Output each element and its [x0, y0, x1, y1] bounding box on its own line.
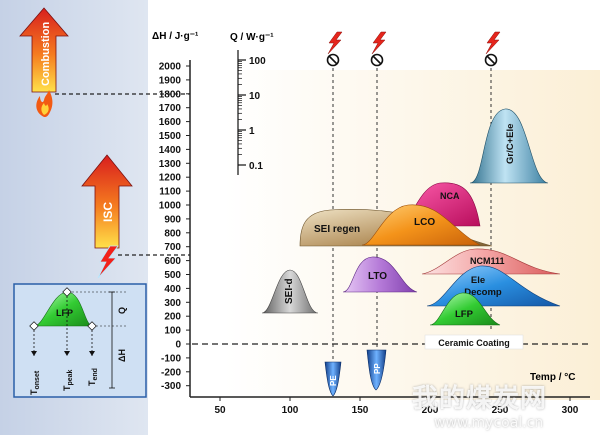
- label-pe: PE: [329, 375, 338, 386]
- x-tick-label: 250: [492, 405, 509, 416]
- label-sei-d: SEI-d: [284, 278, 295, 304]
- x-tick-label: 50: [214, 405, 226, 416]
- hazard-icon-group: [484, 31, 501, 67]
- y-tick-label: -300: [161, 381, 181, 392]
- label-sei-regen: SEI regen: [314, 224, 360, 235]
- inset-q-label: Q: [117, 307, 127, 314]
- x-axis: Temp / °C 50 100 150 200 250 300: [190, 372, 590, 416]
- peak-lfp: LFP: [429, 292, 501, 326]
- q-tick-label: 100: [249, 56, 266, 67]
- watermark: 我的煤炭网 www.mycoal.cn: [412, 378, 547, 431]
- label-ceramic: Ceramic Coating: [438, 338, 510, 348]
- label-ncm111: NCM111: [470, 256, 505, 266]
- peak-gr-c-ele: Gr/C+Ele: [469, 108, 549, 184]
- q-tick-label: 1: [249, 126, 255, 137]
- y-tick-label: 1800: [159, 89, 182, 100]
- inset-box: LFP Q ΔH Tonset Tpeak Tend: [13, 283, 147, 398]
- y-tick-label: 700: [164, 242, 181, 253]
- lightning-icon: [327, 31, 343, 55]
- label-pp: PP: [373, 363, 382, 374]
- y-tick-label: -200: [161, 367, 181, 378]
- x-tick-label: 100: [282, 405, 299, 416]
- label-isc: ISC: [101, 202, 115, 222]
- trough-pp: PP: [366, 349, 387, 391]
- label-nca: NCA: [440, 191, 460, 201]
- label-lfp: LFP: [455, 309, 474, 320]
- inset-t-peak: Tpeak: [62, 369, 74, 391]
- y-tick-label: 800: [164, 228, 181, 239]
- peak-ncm111: NCM111: [421, 248, 561, 275]
- label-lco: LCO: [414, 217, 435, 228]
- y-tick-label: 400: [164, 284, 181, 295]
- y-tick-label: 1700: [159, 103, 182, 114]
- label-combustion: Combustion: [40, 22, 52, 86]
- x-axis-label: Temp / °C: [530, 372, 575, 383]
- watermark-cn: 我的煤炭网: [412, 384, 548, 414]
- y-tick-label: 1900: [159, 75, 182, 86]
- y-tick-label: 0: [175, 340, 181, 351]
- y-axis: ΔH / J·g⁻¹ 20001900180017001600150014001…: [152, 31, 199, 397]
- y-tick-label: 200: [164, 312, 181, 323]
- inset-t-end: Tend: [87, 368, 99, 386]
- y-tick-label: 2000: [159, 62, 182, 73]
- flame-icon: [36, 90, 53, 117]
- hazard-icon-group: [370, 31, 387, 67]
- y-tick-label: 600: [164, 256, 181, 267]
- q-tick-label: 0.1: [249, 161, 263, 172]
- combustion-arrow: Combustion: [19, 7, 69, 117]
- label-ele: Ele: [471, 275, 485, 286]
- hazard-icons: [326, 31, 501, 67]
- y-tick-label: 1100: [159, 187, 181, 198]
- peak-lco: LCO: [361, 204, 481, 246]
- y-tick-label: 1600: [159, 117, 182, 128]
- q-axis-label: Q / W·g⁻¹: [230, 32, 274, 43]
- inset-peak-label: LFP: [56, 308, 73, 318]
- peak-sei-d: SEI-d: [261, 269, 319, 314]
- y-tick-label: 1200: [159, 173, 182, 184]
- lightning-icon: [371, 31, 387, 55]
- label-gr-c-ele: Gr/C+Ele: [505, 124, 516, 164]
- inset-t-onset: Tonset: [29, 370, 41, 395]
- y-tick-label: 500: [164, 270, 181, 281]
- label-lto: LTO: [368, 271, 387, 282]
- y-tick-label: 1000: [159, 201, 182, 212]
- lightning-icon: [485, 31, 501, 55]
- y-tick-label: 300: [164, 298, 181, 309]
- inset-dh-label: ΔH: [117, 349, 127, 362]
- peak-lto: LTO: [342, 256, 418, 293]
- ceramic-coating-box: Ceramic Coating: [424, 334, 524, 350]
- watermark-url: www.mycoal.cn: [434, 415, 544, 431]
- y-tick-label: 900: [164, 214, 181, 225]
- y-tick-label: 1400: [159, 145, 182, 156]
- label-decomp: Decomp: [464, 287, 502, 298]
- trough-pe: PE: [324, 361, 342, 397]
- y-tick-label: 1300: [159, 159, 182, 170]
- y-tick-label: -100: [161, 353, 181, 364]
- y-tick-label: 1500: [159, 131, 182, 142]
- lightning-icon: [97, 245, 119, 279]
- y-axis-label: ΔH / J·g⁻¹: [152, 31, 199, 42]
- x-tick-label: 300: [562, 405, 579, 416]
- q-scale: Q / W·g⁻¹ 100 10 1 0.1: [230, 32, 274, 175]
- isc-arrow: ISC: [81, 154, 133, 279]
- q-tick-label: 10: [249, 91, 261, 102]
- y-tick-label: 100: [164, 326, 181, 337]
- x-tick-label: 150: [352, 405, 369, 416]
- hazard-icon-group: [326, 31, 343, 67]
- x-tick-label: 200: [422, 405, 439, 416]
